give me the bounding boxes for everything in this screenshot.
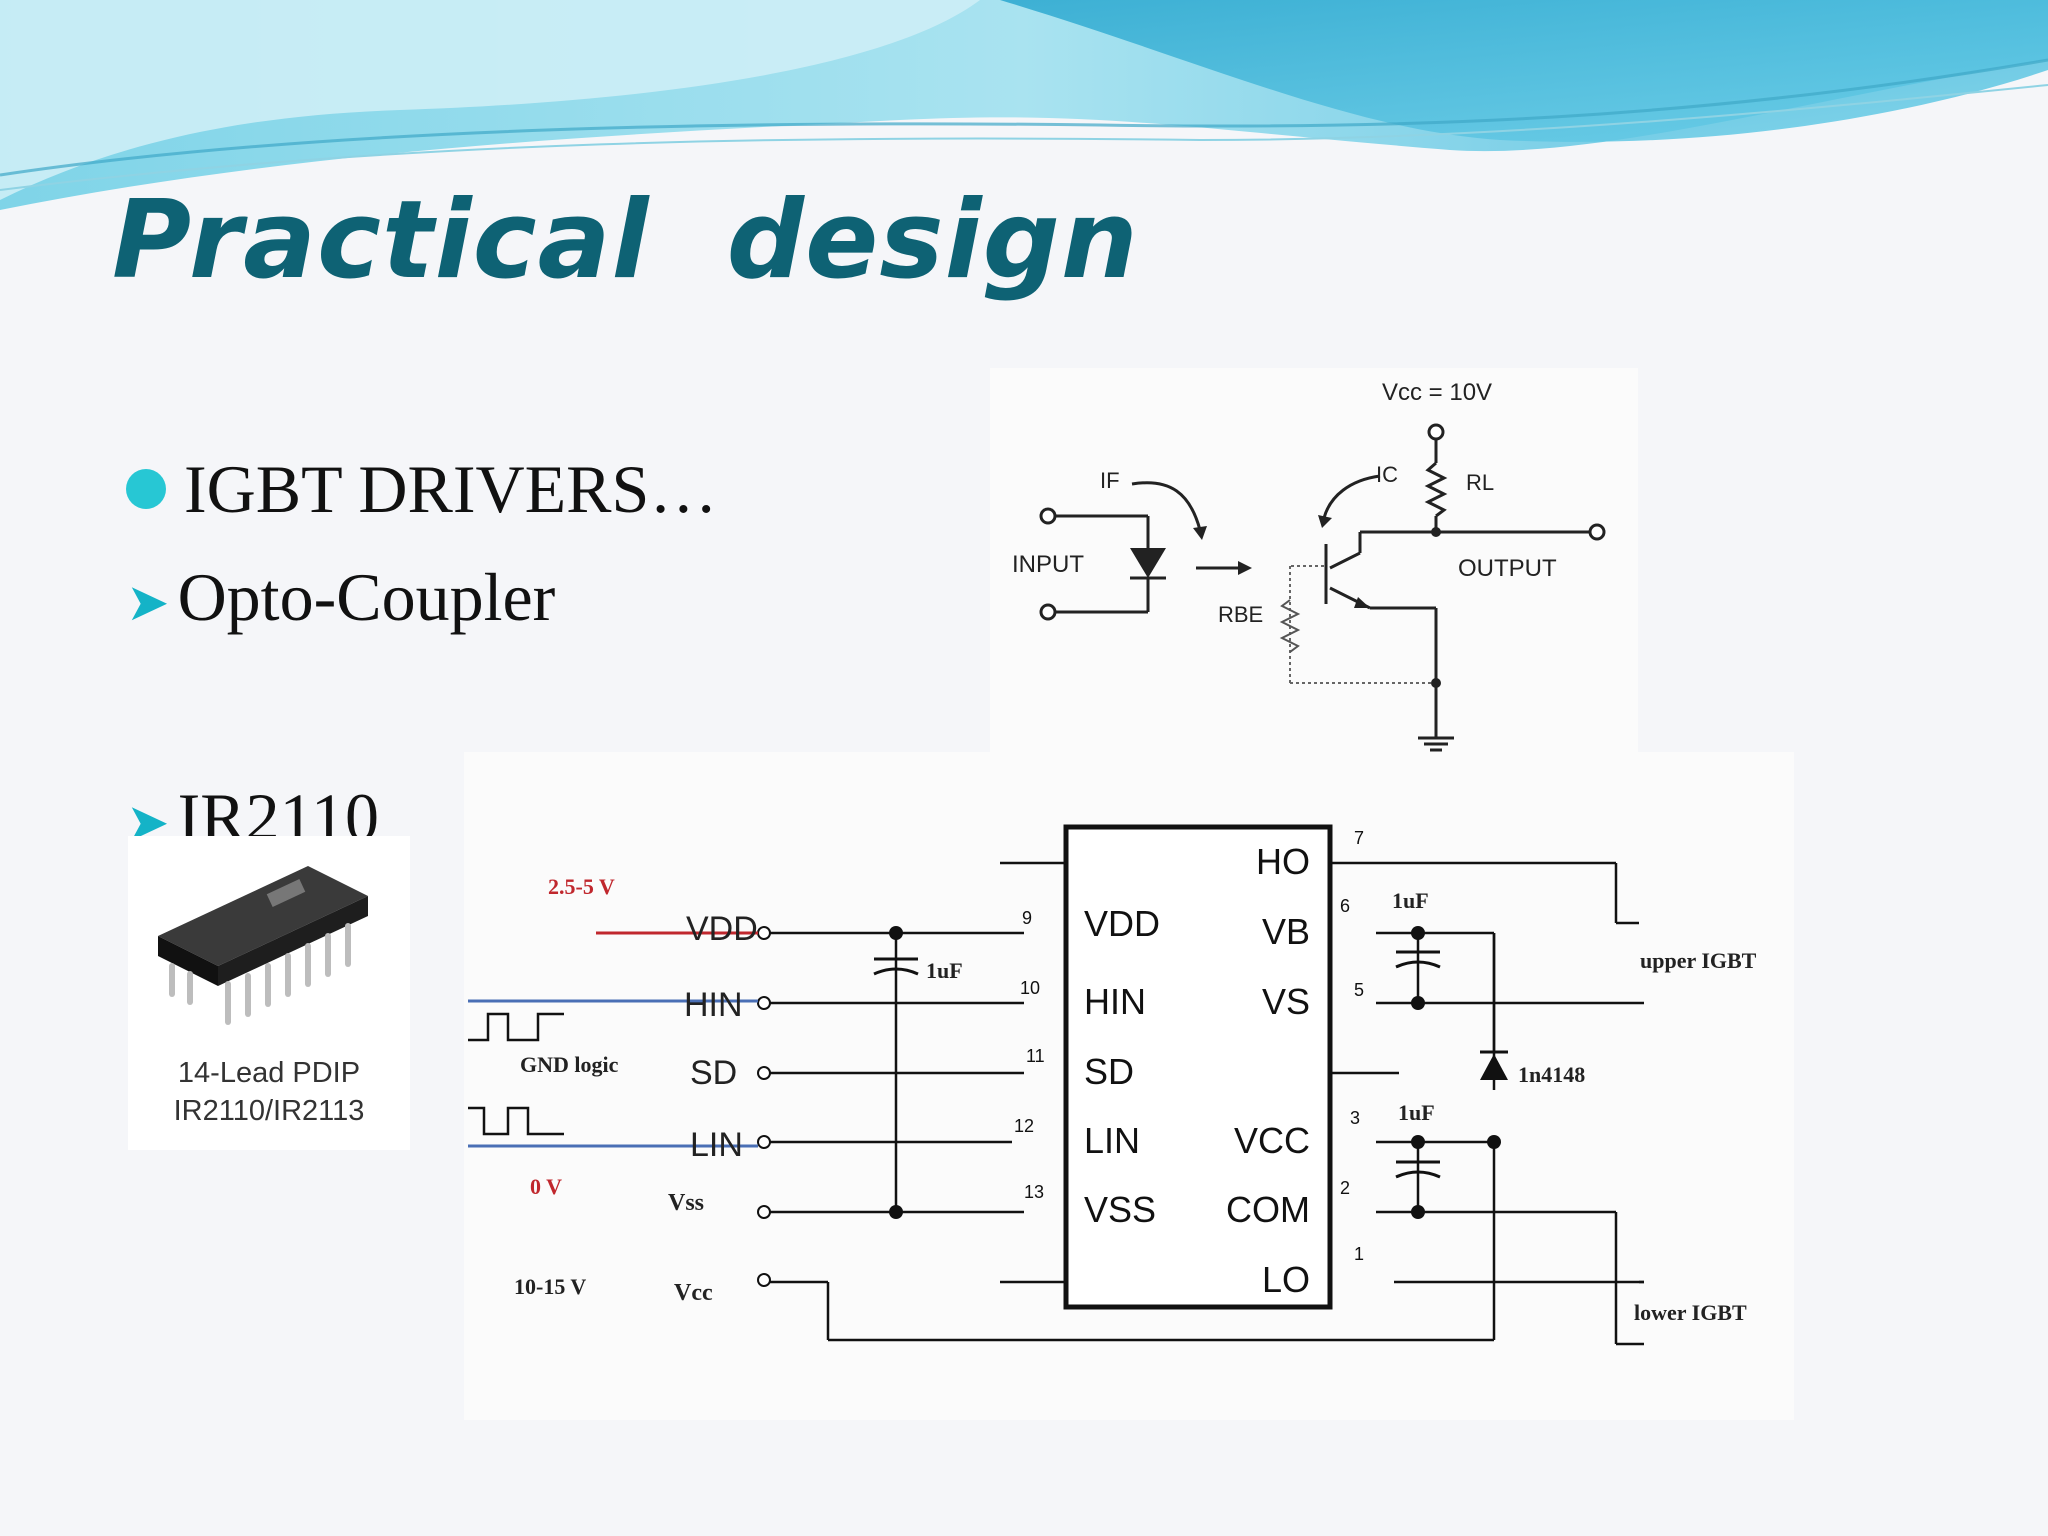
output-label: OUTPUT bbox=[1458, 555, 1557, 582]
ext-hin: HIN bbox=[684, 986, 743, 1024]
pin-num-2: 2 bbox=[1340, 1178, 1350, 1198]
ext-sd: SD bbox=[690, 1054, 737, 1092]
ic-pin-sd: SD bbox=[1084, 1051, 1134, 1092]
ic-pin-vcc: VCC bbox=[1234, 1120, 1310, 1161]
if-label: IF bbox=[1100, 468, 1120, 493]
chip-caption-line2: IR2110/IR2113 bbox=[174, 1095, 365, 1127]
ext-lin: LIN bbox=[690, 1126, 743, 1164]
label-lower-igbt: lower IGBT bbox=[1634, 1300, 1747, 1325]
pin-num-3: 3 bbox=[1350, 1108, 1360, 1128]
subbullet-text: Opto-Coupler bbox=[177, 559, 556, 635]
bullet-text: IGBT DRIVERS… bbox=[184, 451, 718, 527]
arrow-bullet-icon: ➤ bbox=[126, 795, 170, 840]
label-cap-bottom: 1uF bbox=[1398, 1100, 1435, 1125]
dip-package-icon bbox=[158, 866, 368, 1025]
ic-pin-ho: HO bbox=[1256, 841, 1310, 882]
input-label: INPUT bbox=[1012, 551, 1084, 578]
subbullet-text: IR2110 bbox=[177, 779, 380, 840]
pin-num-9: 9 bbox=[1022, 908, 1032, 928]
ic-pin-hin: HIN bbox=[1084, 981, 1146, 1022]
pin-num-12: 12 bbox=[1014, 1116, 1034, 1136]
ic-pin-vdd: VDD bbox=[1084, 903, 1160, 944]
ext-vdd: VDD bbox=[686, 910, 758, 948]
ic-label: IC bbox=[1376, 462, 1398, 487]
slide-title: Practical design bbox=[112, 178, 1139, 303]
label-zero-v: 0 V bbox=[530, 1174, 562, 1199]
ic-pin-vs: VS bbox=[1262, 981, 1310, 1022]
label-cap-top: 1uF bbox=[1392, 888, 1429, 913]
ic-body bbox=[1063, 824, 1333, 1310]
label-supply-logic: 2.5-5 V bbox=[548, 874, 615, 899]
opto-coupler-schematic: Vcc = 10V IF IC RL INPUT OUTPUT RBE bbox=[990, 368, 1638, 752]
ic-pin-com: COM bbox=[1226, 1189, 1310, 1230]
pin-num-1: 1 bbox=[1354, 1244, 1364, 1264]
arrow-bullet-icon: ➤ bbox=[126, 575, 170, 632]
pin-num-6: 6 bbox=[1340, 896, 1350, 916]
ic-pin-vss: VSS bbox=[1084, 1189, 1156, 1230]
ext-vcc: Vcc bbox=[674, 1280, 713, 1306]
ext-vss: Vss bbox=[668, 1190, 704, 1216]
label-cap-left: 1uF bbox=[926, 958, 963, 983]
label-supply-high: 10-15 V bbox=[514, 1274, 586, 1299]
bullet-dot-icon bbox=[126, 469, 166, 510]
subbullet-opto-coupler: ➤Opto-Coupler bbox=[126, 558, 555, 637]
label-upper-igbt: upper IGBT bbox=[1640, 948, 1757, 973]
label-gnd-logic: GND logic bbox=[520, 1052, 619, 1077]
rbe-label: RBE bbox=[1218, 602, 1263, 627]
pin-num-13: 13 bbox=[1024, 1182, 1044, 1202]
bullet-igbt-drivers: IGBT DRIVERS… bbox=[126, 450, 717, 529]
vcc-label: Vcc = 10V bbox=[1382, 379, 1492, 406]
pin-num-7: 7 bbox=[1354, 828, 1364, 848]
pin-num-11: 11 bbox=[1026, 1046, 1045, 1066]
rl-label: RL bbox=[1466, 470, 1494, 495]
ir2110-chip-image: 14-Lead PDIP IR2110/IR2113 bbox=[128, 836, 410, 1150]
pin-num-5: 5 bbox=[1354, 980, 1364, 1000]
subbullet-ir2110: ➤IR2110 bbox=[126, 778, 379, 840]
chip-caption-line1: 14-Lead PDIP bbox=[178, 1057, 360, 1089]
ir2110-schematic: VDD HIN SD LIN VSS HO VB VS VCC COM LO 9… bbox=[464, 752, 1794, 1420]
ic-pin-lo: LO bbox=[1262, 1259, 1310, 1300]
label-diode: 1n4148 bbox=[1518, 1062, 1585, 1087]
header-wave-banner bbox=[0, 0, 2048, 230]
pin-num-10: 10 bbox=[1020, 978, 1040, 998]
ic-pin-lin: LIN bbox=[1084, 1120, 1140, 1161]
ic-pin-vb: VB bbox=[1262, 911, 1310, 952]
